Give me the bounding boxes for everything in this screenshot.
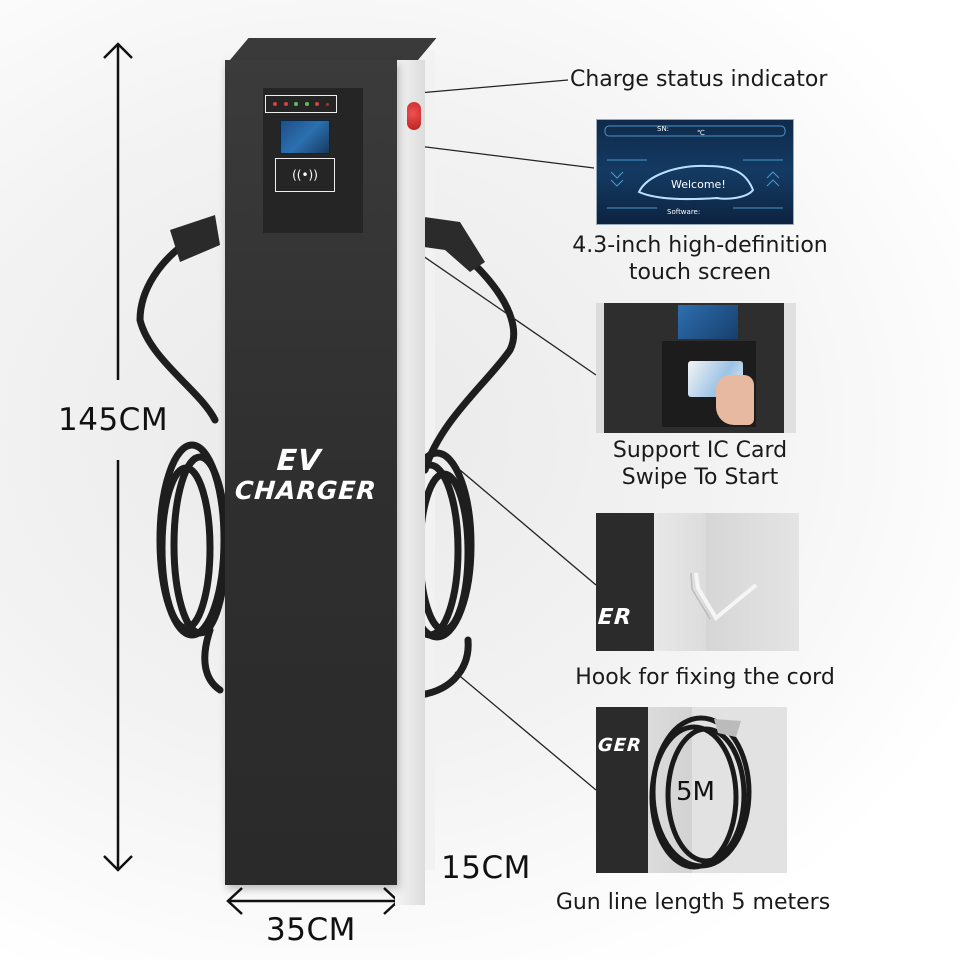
cable-inset-image: GER 5M (596, 707, 787, 873)
charger-side-panel (395, 60, 425, 905)
nfc-wave-icon: ((•)) (292, 168, 318, 182)
hook-icon (714, 719, 741, 737)
callout-charge-status: Charge status indicator (570, 67, 828, 92)
charger-roof (230, 38, 437, 60)
callout-ic-card: Support IC Card Swipe To Start (612, 438, 788, 490)
touch-screen[interactable] (280, 120, 330, 154)
hook-inset-brand: ER (597, 605, 633, 630)
status-led (304, 102, 309, 106)
callout-touch-screen: 4.3-inch high-definition touch screen (572, 233, 828, 285)
height-dimension: 145CM (58, 402, 169, 438)
hand-icon (716, 375, 754, 425)
cable-length-badge: 5M (676, 777, 715, 807)
hook-icon (694, 572, 758, 622)
width-arrow-icon (226, 887, 400, 915)
screen-temp: ℃ (697, 129, 705, 137)
emergency-stop-button[interactable] (407, 102, 421, 130)
ic-card-reader[interactable]: ((•)) (275, 158, 335, 192)
card-swipe-inset-image (596, 303, 796, 433)
left-plug-icon (170, 215, 220, 262)
screen-sn: SN: (657, 125, 670, 133)
status-led (283, 102, 288, 106)
right-plug-icon (410, 215, 485, 272)
screen-welcome: Welcome! (671, 178, 726, 191)
status-led (315, 102, 320, 106)
brand-ev: EV (275, 443, 323, 477)
charger-body: ((•)) EV CHARGER (225, 38, 437, 905)
status-led (294, 102, 299, 106)
callout-hook: Hook for fixing the cord (575, 665, 835, 690)
callout-cable-length: Gun line length 5 meters (555, 890, 831, 915)
charge-status-indicator (265, 95, 337, 113)
brand-charger: CHARGER (233, 476, 378, 505)
width-dimension: 35CM (266, 912, 356, 948)
status-led (325, 102, 329, 106)
status-led (273, 102, 278, 106)
screen-software: Software: (667, 208, 701, 216)
hook-inset-image: ER (596, 513, 799, 651)
depth-dimension: 15CM (441, 850, 531, 886)
left-cable-icon (136, 236, 230, 694)
cable-inset-brand: GER (597, 735, 643, 756)
screen-inset-image: SN: ℃ Welcome! Software: (596, 119, 794, 225)
height-arrow-icon (103, 42, 133, 872)
